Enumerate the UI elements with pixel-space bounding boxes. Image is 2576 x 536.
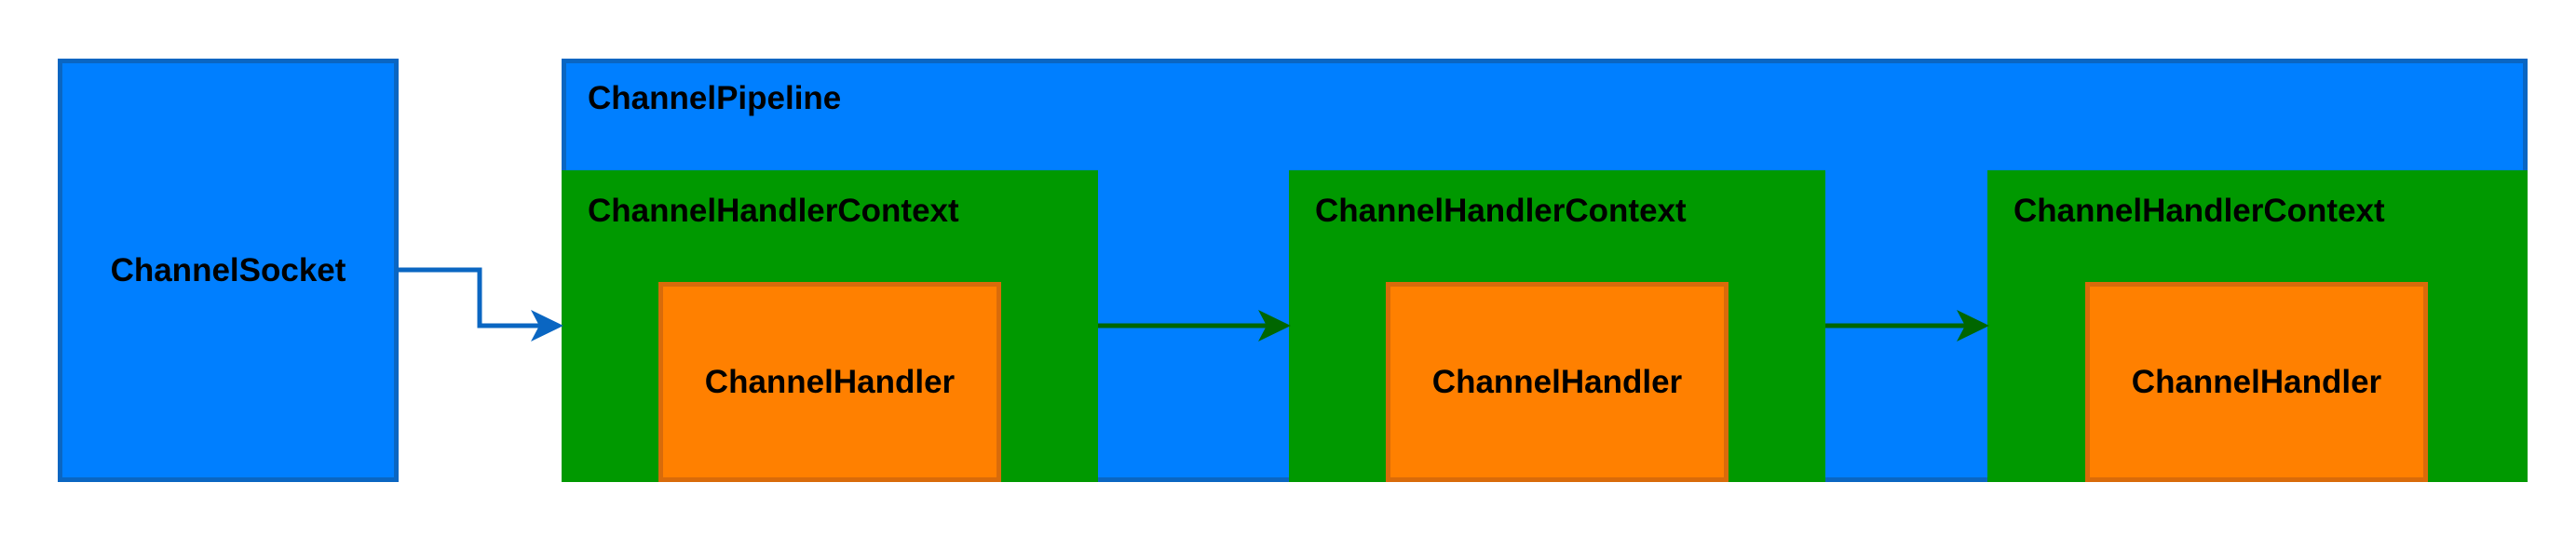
channel-handler-context-2-label: ChannelHandlerContext: [1315, 193, 1687, 229]
channel-socket-label: ChannelSocket: [110, 251, 346, 288]
channel-handler-2: ChannelHandler: [1386, 282, 1729, 482]
channel-socket-box: ChannelSocket: [58, 59, 399, 482]
channel-handler-1-label: ChannelHandler: [704, 363, 956, 400]
channel-pipeline-label: ChannelPipeline: [588, 80, 842, 116]
channel-handler-context-3-label: ChannelHandlerContext: [2013, 193, 2385, 229]
socket-to-context-arrow: [399, 267, 540, 328]
socket-to-context-arrowhead: [531, 310, 563, 342]
channel-handler-1: ChannelHandler: [658, 282, 1001, 482]
channel-handler-3-label: ChannelHandler: [2131, 363, 2382, 400]
channel-handler-2-label: ChannelHandler: [1431, 363, 1683, 400]
channel-handler-3: ChannelHandler: [2085, 282, 2428, 482]
channel-handler-context-1-label: ChannelHandlerContext: [588, 193, 959, 229]
